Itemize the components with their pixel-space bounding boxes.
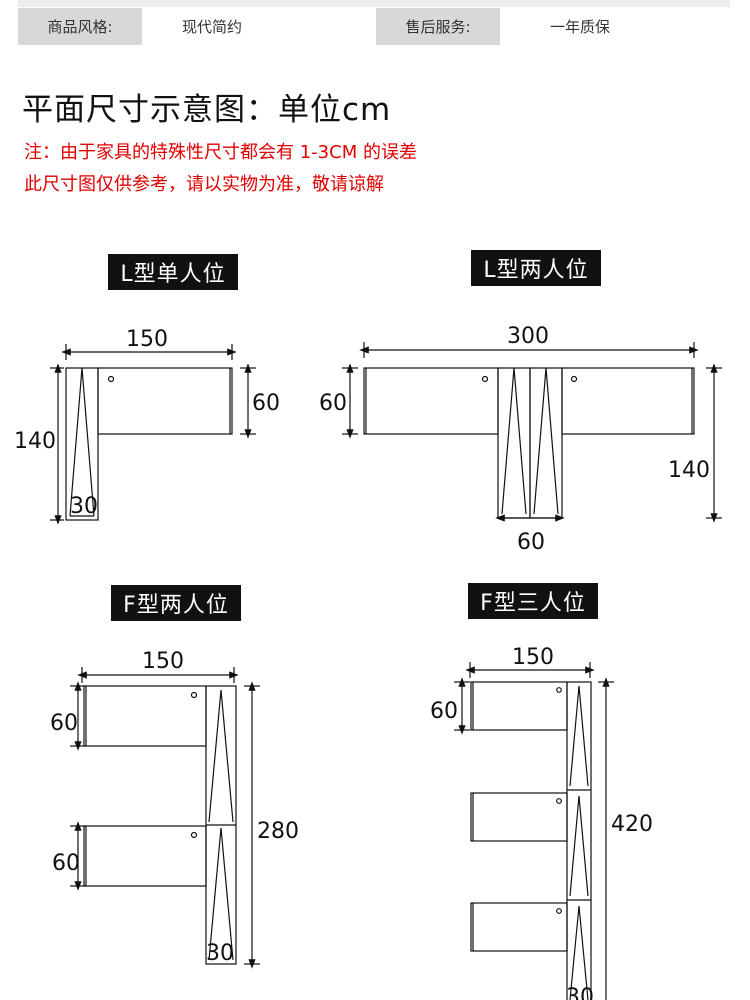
badge-f-double: F型两人位 <box>111 585 241 621</box>
dim-f-triple-length: 420 <box>611 812 653 837</box>
dim-f-triple-width: 150 <box>512 645 554 670</box>
dim-l-double-bottom: 60 <box>517 530 545 555</box>
spec-label-style: 商品风格: <box>18 8 142 45</box>
diagram-l-double <box>342 342 722 523</box>
dim-l-single-width: 150 <box>126 327 168 352</box>
spec-table: 商品风格: 现代简约 售后服务: 一年质保 <box>18 0 730 45</box>
dim-f-triple-depth: 60 <box>430 699 458 724</box>
dim-f-double-depth-bottom: 60 <box>52 851 80 876</box>
note-line-2: 此尺寸图仅供参考，请以实物为准，敬请谅解 <box>24 174 384 195</box>
dim-l-single-bottom: 30 <box>70 494 98 519</box>
spec-table-top-band <box>18 0 730 7</box>
badge-l-double: L型两人位 <box>471 250 601 286</box>
dim-l-double-depth: 60 <box>319 391 347 416</box>
diagram-f-triple <box>454 662 614 1000</box>
diagram-f-double <box>70 667 260 969</box>
dim-f-double-length: 280 <box>257 819 299 844</box>
spec-label-service: 售后服务: <box>376 8 500 45</box>
note-line-1: 注：由于家具的特殊性尺寸都会有 1-3CM 的误差 <box>24 142 417 163</box>
dim-f-triple-bottom: 30 <box>566 985 594 1000</box>
diagram-l-single <box>50 344 256 525</box>
badge-f-triple: F型三人位 <box>468 583 598 619</box>
dim-l-single-length: 140 <box>14 429 56 454</box>
page-title: 平面尺寸示意图：单位cm <box>22 92 392 128</box>
badge-l-single: L型单人位 <box>108 254 238 290</box>
dim-l-double-width: 300 <box>507 324 549 349</box>
spec-value-service: 一年质保 <box>500 8 660 45</box>
spec-value-style: 现代简约 <box>142 8 282 45</box>
dim-f-double-bottom: 30 <box>206 941 234 966</box>
dim-f-double-width: 150 <box>142 649 184 674</box>
dim-l-double-length: 140 <box>668 458 710 483</box>
dim-l-single-depth: 60 <box>252 391 280 416</box>
dim-f-double-depth-top: 60 <box>50 711 78 736</box>
